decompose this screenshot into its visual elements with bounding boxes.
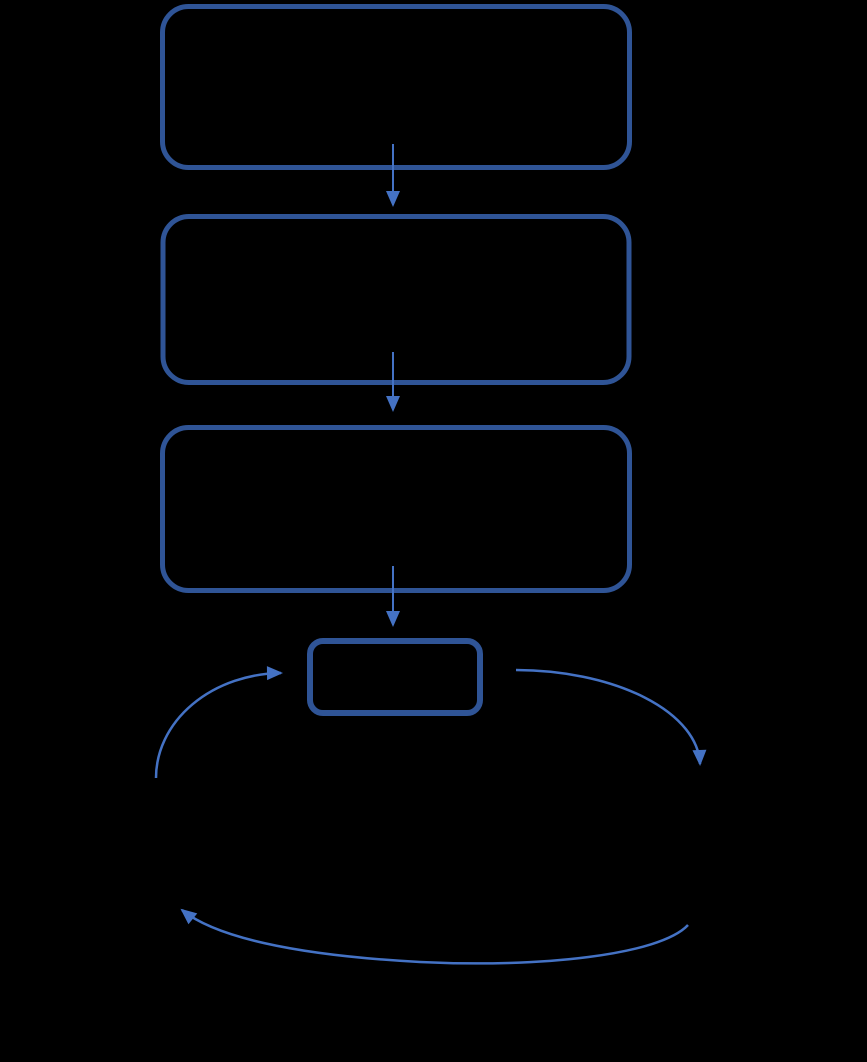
cycle-hub-box: [307, 638, 483, 716]
process-box-1: [160, 4, 632, 170]
cycle-right-arc-arrow: [515, 668, 707, 766]
cycle-left-arc-arrow: [154, 666, 283, 779]
process-box-3: [160, 425, 632, 593]
cycle-bottom-arc-arrow: [180, 908, 689, 965]
process-box-2: [160, 214, 632, 385]
